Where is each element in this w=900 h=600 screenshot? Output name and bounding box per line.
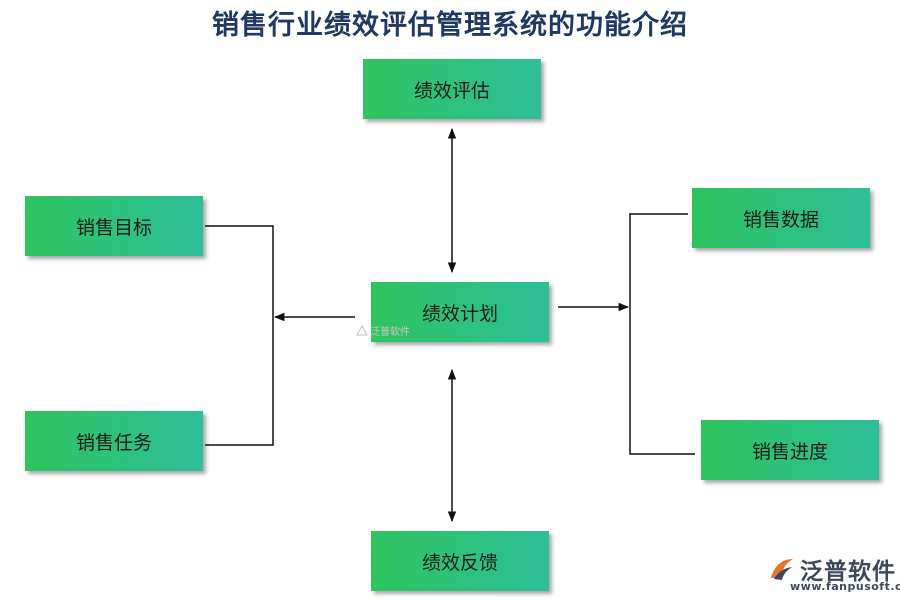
right-bracket: [629, 213, 695, 455]
node-right-bottom: 销售进度: [701, 420, 879, 480]
watermark: 泛普软件: [356, 323, 410, 338]
brand-url: www.fanpusoft.com: [790, 580, 900, 593]
left-bracket: [205, 225, 274, 446]
brand-logo: 泛普软件: [768, 552, 896, 586]
watermark-logo-icon: [356, 324, 368, 336]
brand-mark-icon: [771, 559, 793, 580]
node-bottom: 绩效反馈: [371, 531, 549, 591]
brand-name: 泛普软件: [800, 559, 896, 585]
node-left-top: 销售目标: [25, 196, 203, 256]
node-left-bottom: 销售任务: [25, 411, 203, 471]
watermark-text: 泛普软件: [370, 327, 410, 338]
node-center: 绩效计划: [371, 282, 549, 342]
node-right-top: 销售数据: [692, 188, 870, 248]
diagram-title: 销售行业绩效评估管理系统的功能介绍: [212, 10, 688, 41]
node-top: 绩效评估: [363, 59, 541, 119]
